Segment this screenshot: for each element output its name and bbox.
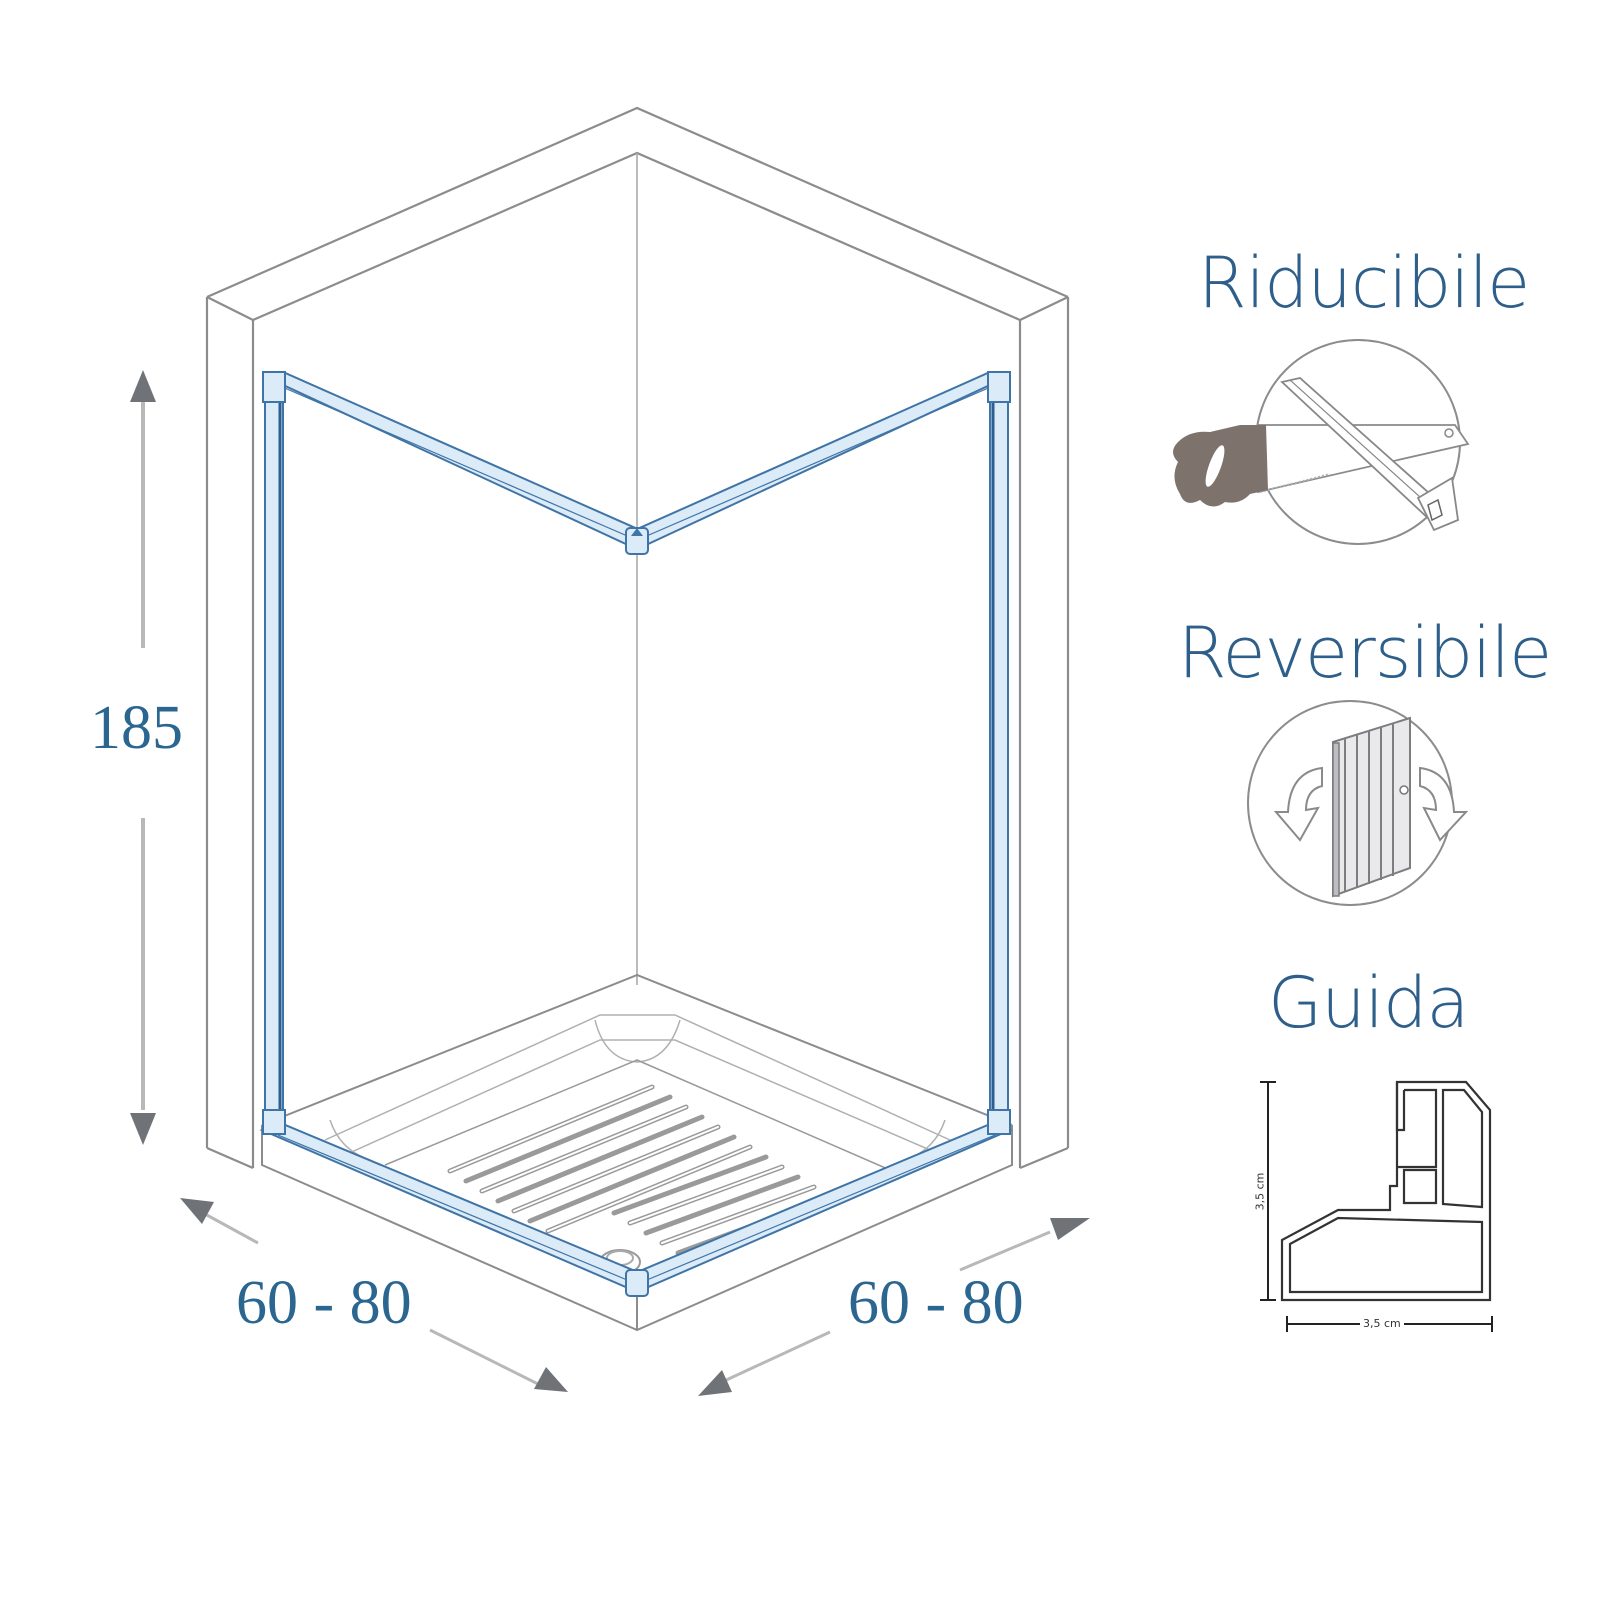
width-right-dimension-arrow [721, 1230, 1051, 1384]
rotate-left-arrow-icon [1273, 766, 1323, 842]
feature-title-riducibile: Riducibile [1198, 242, 1530, 324]
profile-height-label: 3,5 cm [1253, 1169, 1267, 1214]
arrow-right-up-icon [1050, 1218, 1090, 1240]
arrow-left-down-icon [180, 1198, 214, 1224]
width-left-dimension-label: 60 - 80 [236, 1269, 412, 1337]
reversible-door-icon [1247, 700, 1469, 906]
arrow-right-down-icon [534, 1367, 568, 1392]
profile-width-label: 3,5 cm [1360, 1317, 1404, 1330]
width-left-dimension-arrow [204, 1212, 541, 1387]
saw-cutting-profile-icon [1173, 339, 1470, 545]
arrow-left-down-icon-2 [698, 1370, 732, 1396]
enclosure-frame [259, 370, 1013, 1297]
arrow-down-icon [130, 1113, 156, 1145]
tray-grooves-highlight [449, 1086, 815, 1244]
height-dimension-label: 185 [90, 694, 183, 762]
arrow-up-icon [130, 370, 156, 402]
walls-outline [205, 106, 1070, 1170]
feature-title-guida: Guida [1268, 962, 1469, 1044]
feature-title-reversibile: Reversibile [1178, 612, 1552, 694]
guide-profile-section-icon [1260, 1080, 1493, 1332]
width-right-dimension-label: 60 - 80 [848, 1269, 1024, 1337]
rotate-right-arrow-icon [1419, 766, 1469, 842]
